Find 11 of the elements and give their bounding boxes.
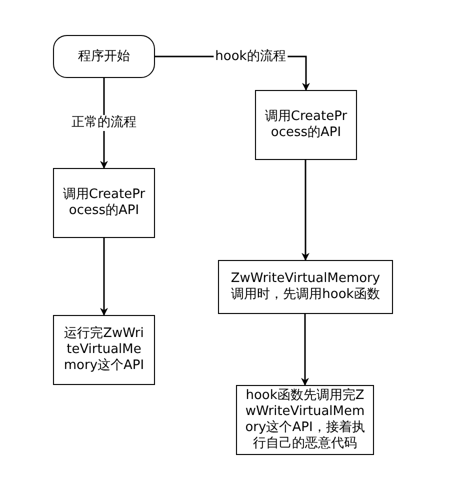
process-box: 调用CreateProcess的API (255, 90, 357, 160)
process-box: 运行完ZwWriteVirtualMemory这个API (53, 315, 155, 385)
process-box: 调用CreateProcess的API (53, 168, 155, 238)
process-box: hook函数先调用完ZwWriteVirtualMemory这个API，接着执行自己的恶意代码 (236, 385, 374, 455)
start-box: 程序开始 (53, 35, 155, 78)
process-box: ZwWriteVirtualMemory调用时，先调用hook函数 (218, 260, 393, 314)
edge-label: hook的流程 (213, 48, 288, 64)
arrow (301, 314, 309, 386)
arrow (302, 160, 310, 261)
edge-label: 正常的流程 (70, 115, 138, 131)
arrow (100, 238, 108, 316)
